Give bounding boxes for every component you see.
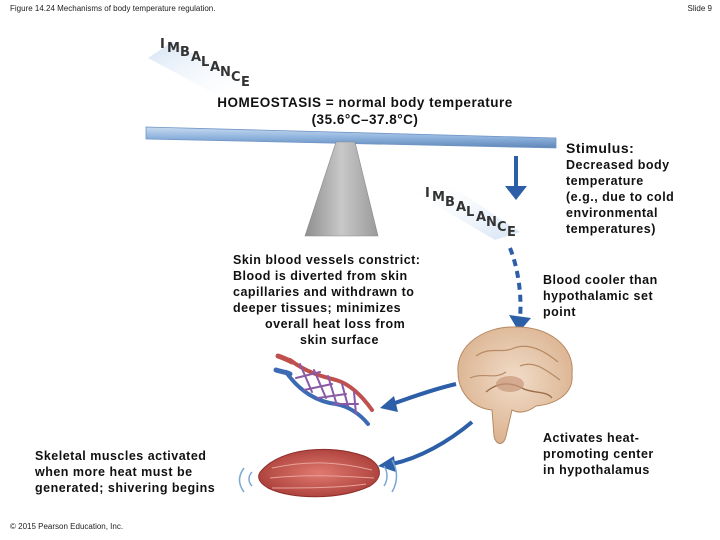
imbalance-top-letter: M <box>167 41 180 56</box>
imbalance-bottom-letter: A <box>476 210 486 225</box>
imbalance-top-letter: L <box>201 55 209 70</box>
arrow-to-vessels <box>380 384 456 412</box>
vessels-line: overall heat loss from <box>233 316 463 332</box>
homeostasis-line-1: HOMEOSTASIS = normal body temperature <box>150 94 580 111</box>
imbalance-bottom-letter: L <box>466 205 474 220</box>
stimulus-title: Stimulus: <box>566 139 716 157</box>
muscle-line: when more heat must be <box>35 464 255 480</box>
stimulus-line: environmental <box>566 205 716 221</box>
imbalance-bottom-letter: A <box>456 200 466 215</box>
stimulus-line: temperature <box>566 173 716 189</box>
stimulus-line: Decreased body <box>566 157 716 173</box>
vessels-line: capillaries and withdrawn to <box>233 284 463 300</box>
imbalance-bottom-letter: E <box>507 225 516 240</box>
muscle-effect-text: Skeletal muscles activated when more hea… <box>35 448 255 496</box>
imbalance-top-letter: C <box>231 70 241 85</box>
skeletal-muscle-image <box>240 449 397 496</box>
control-center-text: Activates heat- promoting center in hypo… <box>543 430 713 478</box>
imbalance-top-letter: B <box>180 45 190 60</box>
copyright-notice: © 2015 Pearson Education, Inc. <box>10 522 123 531</box>
stimulus-text: Stimulus: Decreased body temperature (e.… <box>566 139 716 237</box>
muscle-line: Skeletal muscles activated <box>35 448 255 464</box>
imbalance-top-letter: E <box>241 75 250 90</box>
control-line: Activates heat- <box>543 430 713 446</box>
control-line: in hypothalamus <box>543 462 713 478</box>
arrow-to-muscle <box>378 422 472 472</box>
imbalance-bottom-letter: M <box>432 190 445 205</box>
homeostasis-label: HOMEOSTASIS = normal body temperature (3… <box>150 94 580 128</box>
imbalance-bottom-letter: B <box>445 195 455 210</box>
imbalance-bottom-letter: N <box>486 215 497 230</box>
vessels-line: Skin blood vessels constrict: <box>233 252 463 268</box>
stimulus-arrow <box>505 156 527 200</box>
imbalance-bottom-letter: C <box>497 220 507 235</box>
receptor-arrow <box>509 248 531 332</box>
control-line: promoting center <box>543 446 713 462</box>
blood-vessels-image <box>276 356 372 424</box>
receptor-line: Blood cooler than <box>543 272 713 288</box>
imbalance-top-letter: A <box>210 60 220 75</box>
brain-image <box>458 327 572 444</box>
imbalance-top-letter: I <box>160 37 165 52</box>
receptor-line: hypothalamic set <box>543 288 713 304</box>
vessels-effect-text: Skin blood vessels constrict: Blood is d… <box>233 252 463 348</box>
imbalance-top-letter: N <box>220 65 231 80</box>
vessels-line: skin surface <box>233 332 463 348</box>
stimulus-line: (e.g., due to cold <box>566 189 716 205</box>
receptor-text: Blood cooler than hypothalamic set point <box>543 272 713 320</box>
homeostasis-line-2: (35.6°C–37.8°C) <box>150 111 580 128</box>
imbalance-bottom-letter: I <box>425 186 430 201</box>
vessels-line: Blood is diverted from skin <box>233 268 463 284</box>
seesaw-fulcrum <box>305 142 378 236</box>
stimulus-line: temperatures) <box>566 221 716 237</box>
muscle-line: generated; shivering begins <box>35 480 255 496</box>
receptor-line: point <box>543 304 713 320</box>
imbalance-top-letter: A <box>191 50 201 65</box>
vessels-line: deeper tissues; minimizes <box>233 300 463 316</box>
